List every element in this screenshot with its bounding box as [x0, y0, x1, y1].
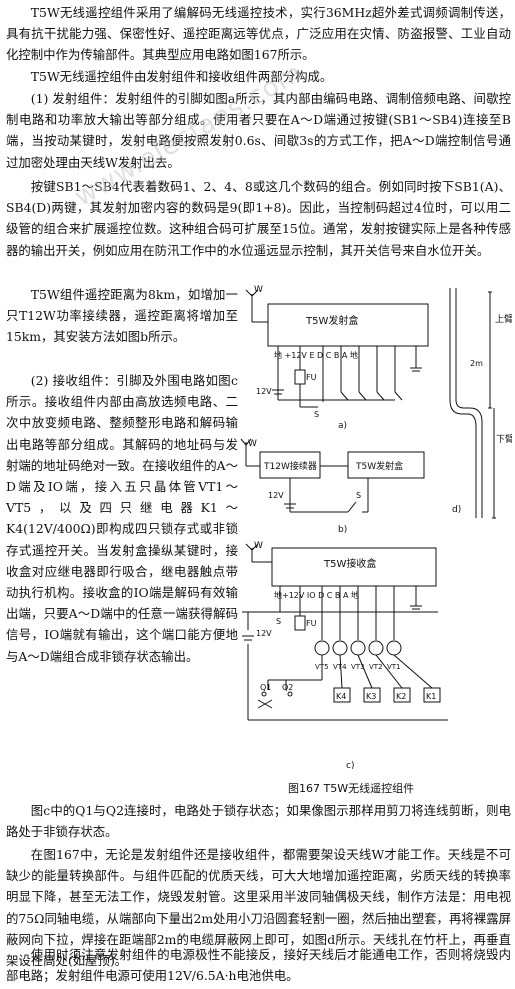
figure-c-pin-labels: 地+12V IO D C B A 地 [274, 590, 359, 600]
figure-c-box-label: T5W接收盒 [323, 557, 376, 570]
figure-c-antenna-label: W [254, 541, 263, 551]
figure-a-battery-label: 12V [256, 387, 272, 396]
paragraph-transmitter: (1) 发射组件：发射组件的引脚如图a所示，其内部由编码电路、调制倍频电路、间歇… [6, 91, 511, 170]
figure-d-upper-label: 上臂振子 [495, 313, 512, 325]
figure-c-receiver-wiring: W T5W接收盒 地+12V IO D C B A 地 12V S FU VT5… [242, 541, 448, 771]
figure-c-vt3-label: VT3 [351, 663, 365, 671]
figure-b-amplifier-wiring: W T12W接续器 T5W发射盒 12V S b) [240, 438, 425, 535]
figure-c-k4-label: K4 [336, 692, 346, 701]
figure-b-label: b) [338, 525, 347, 535]
paragraph-range: T5W组件遥控距离为8km，如增加一只T12W功率接续器，遥控距离将增加至15k… [6, 287, 238, 345]
figure-d-dim-label: 2m [470, 359, 483, 368]
figure-b-amp-label: T12W接续器 [263, 460, 317, 472]
figure-c-q2-label: Q2 [282, 683, 293, 692]
figure-c-k1-label: K1 [426, 692, 436, 701]
figure-a-switch-label: S [314, 410, 319, 419]
figure-c-switch-label: S [276, 617, 281, 626]
figure-c-battery-label: 12V [256, 629, 272, 638]
figure-d-label: d) [452, 505, 461, 515]
paragraph-antenna: 在图167中，无论是发射组件还是接收组件，都需要架设天线W才能工作。天线是不可缺… [6, 847, 511, 969]
figure-d-antenna: 上臂振子 下臂振子 2m d) [449, 288, 512, 519]
figure-b-tx-label: T5W发射盒 [355, 460, 403, 472]
figure-c-vt2-label: VT2 [369, 663, 383, 671]
figure-a-pin-labels: 地 +12V E D C B A 地 [274, 350, 358, 360]
figure-c-label: c) [346, 761, 354, 771]
figure-c-q1-label: Q1 [260, 683, 271, 692]
figure-c-vt5-label: VT5 [315, 663, 329, 671]
paragraph-intro: T5W无线遥控组件采用了编解码无线遥控技术，实行36MHz超外差式调频调制传送，… [6, 5, 511, 63]
paragraph-latch: 图c中的Q1与Q2连接时，电路处于锁存状态；如果像图示那样用剪刀将连线剪断，则电… [6, 803, 511, 840]
figure-b-switch-label: S [356, 491, 361, 500]
figure-b-battery-label: 12V [268, 491, 284, 500]
figure-c-vt1-label: VT1 [387, 663, 401, 671]
figure-a-transmitter-wiring: W T5W发射盒 地 +12V E D C B A 地 12V FU S a) [245, 285, 429, 431]
figure-a-label: a) [338, 421, 347, 431]
figure-d-lower-label: 下臂振子 [496, 433, 512, 445]
paragraph-receiver: (2) 接收组件：引脚及外围电路如图c所示。接收组件内部由高放选频电路、二次中放… [6, 373, 238, 664]
figure-a-fuse-label: FU [306, 373, 317, 382]
figure-b-antenna-label: W [248, 439, 257, 449]
figure-a-box-label: T5W发射盒 [305, 314, 358, 327]
figure-c-fuse-label: FU [306, 619, 317, 628]
paragraph-caution: 使用时须注意发射组件的电源极性不能接反，接好天线后才能通电工作，否则将烧毁内部电… [6, 947, 511, 984]
figure-caption: 图167 T5W无线遥控组件 [288, 782, 415, 795]
paragraph-key-codes: 按键SB1～SB4代表着数码1、2、4、8或这几个数码的组合。例如同时按下SB1… [6, 179, 511, 258]
figure-a-antenna-label: W [254, 285, 263, 295]
figure-c-vt4-label: VT4 [333, 663, 347, 671]
figure-c-k3-label: K3 [366, 692, 376, 701]
paragraph-composition: T5W无线遥控组件由发射组件和接收组件两部分构成。 [30, 69, 333, 84]
figure-c-k2-label: K2 [396, 692, 406, 701]
